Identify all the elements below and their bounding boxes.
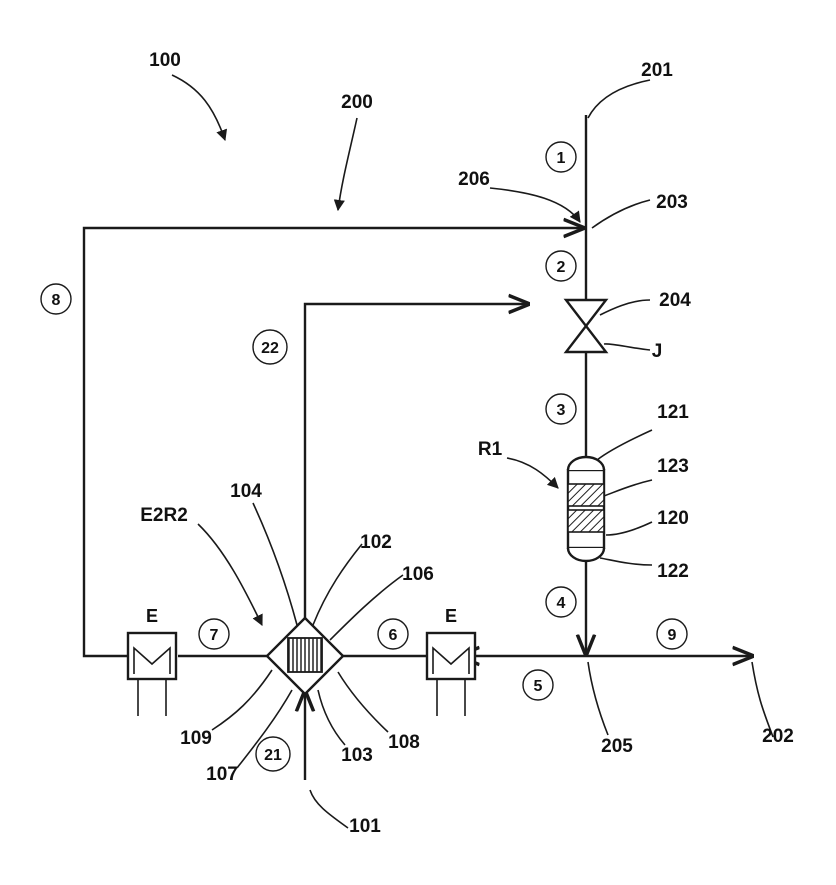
label-201: 201 bbox=[641, 60, 673, 81]
label-122: 122 bbox=[657, 561, 689, 582]
stream-3-marker: 3 bbox=[546, 394, 576, 424]
svg-text:7: 7 bbox=[210, 627, 219, 644]
recycle-line-8 bbox=[84, 228, 583, 656]
label-123: 123 bbox=[657, 456, 689, 477]
stream-21-marker: 21 bbox=[256, 737, 290, 771]
svg-text:2: 2 bbox=[557, 259, 566, 276]
label-121: 121 bbox=[657, 402, 689, 423]
label-e-right: E bbox=[445, 606, 457, 626]
stream-7-marker: 7 bbox=[199, 619, 229, 649]
svg-text:22: 22 bbox=[261, 340, 279, 357]
exchanger-e2r2 bbox=[267, 618, 343, 694]
label-102: 102 bbox=[360, 532, 392, 553]
svg-text:1: 1 bbox=[557, 150, 566, 167]
label-j: J bbox=[652, 341, 663, 362]
heat-exchanger-e-right bbox=[427, 633, 475, 716]
reactor-r1 bbox=[568, 457, 604, 561]
label-204: 204 bbox=[659, 290, 691, 311]
stream-2-marker: 2 bbox=[546, 251, 576, 281]
label-109: 109 bbox=[180, 728, 212, 749]
svg-text:21: 21 bbox=[264, 747, 282, 764]
ejector-j bbox=[566, 300, 606, 352]
stream-22-marker: 22 bbox=[253, 330, 287, 364]
stream-1-marker: 1 bbox=[546, 142, 576, 172]
svg-text:4: 4 bbox=[557, 595, 566, 612]
stream-8-marker: 8 bbox=[41, 284, 71, 314]
label-103: 103 bbox=[341, 745, 373, 766]
label-203: 203 bbox=[656, 192, 688, 213]
label-205: 205 bbox=[601, 736, 633, 757]
heat-exchanger-e-left bbox=[128, 633, 176, 716]
label-104: 104 bbox=[230, 481, 262, 502]
svg-text:6: 6 bbox=[389, 627, 398, 644]
label-107: 107 bbox=[206, 764, 238, 785]
label-108: 108 bbox=[388, 732, 420, 753]
stream-9-marker: 9 bbox=[657, 619, 687, 649]
label-200: 200 bbox=[341, 92, 373, 113]
label-202: 202 bbox=[762, 726, 794, 747]
label-206: 206 bbox=[458, 169, 490, 190]
label-100: 100 bbox=[149, 50, 181, 71]
svg-text:5: 5 bbox=[534, 678, 543, 695]
label-e-left: E bbox=[146, 606, 158, 626]
label-106: 106 bbox=[402, 564, 434, 585]
stream-6-marker: 6 bbox=[378, 619, 408, 649]
svg-text:8: 8 bbox=[52, 292, 61, 309]
label-e2r2: E2R2 bbox=[140, 505, 188, 526]
label-101: 101 bbox=[349, 816, 381, 837]
stream-5-marker: 5 bbox=[523, 670, 553, 700]
svg-text:3: 3 bbox=[557, 402, 566, 419]
label-r1: R1 bbox=[478, 439, 503, 460]
svg-text:9: 9 bbox=[668, 627, 677, 644]
label-120: 120 bbox=[657, 508, 689, 529]
stream-4-marker: 4 bbox=[546, 587, 576, 617]
